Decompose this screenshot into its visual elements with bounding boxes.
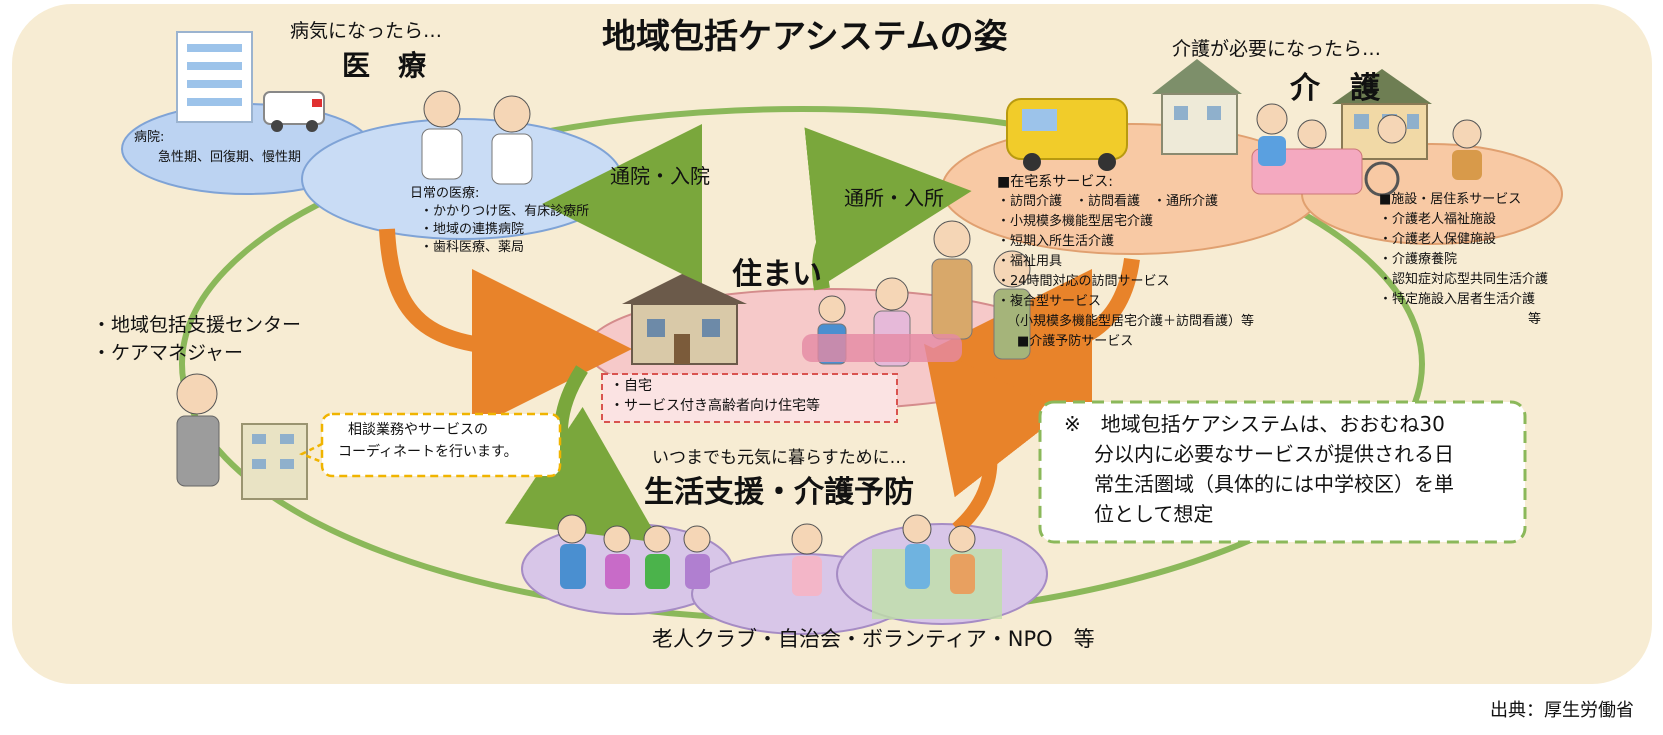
care-heading: 介 護 (1290, 71, 1380, 106)
care-facility-building-icon (1332, 69, 1432, 160)
facility-care-item: ・介護老人保健施設 (1379, 232, 1497, 247)
facility-care-item: ・特定施設入居者生活介護 (1379, 292, 1536, 307)
facility-care-item: ・介護老人福祉施設 (1379, 212, 1497, 227)
hospital-detail: 急性期、回復期、慢性期 (158, 150, 302, 165)
medical-heading: 医 療 (342, 49, 427, 82)
daily-medical-title: 日常の医療: (410, 186, 480, 201)
ambulance-icon (263, 91, 325, 132)
housing-heading: 住まい (732, 257, 822, 292)
facility-care-item: ・認知症対応型共同生活介護 (1379, 272, 1549, 287)
daycare-label: 通所・入所 (844, 186, 944, 210)
care-manager-figure-icon (176, 373, 220, 487)
callout-line: 相談業務やサービスの (348, 422, 488, 438)
support-center-item: ・ケアマネジャー (92, 342, 244, 364)
diagram-title: 地域包括ケアシステムの姿 (602, 17, 1008, 57)
note-line: 分以内に必要なサービスが提供される日 (1094, 442, 1454, 466)
home-care-item: ・福祉用具 (997, 254, 1063, 269)
support-center-item: ・地域包括支援センター (92, 314, 302, 336)
home-care-item: ・24時間対応の訪問サービス (997, 274, 1170, 289)
arrow-home-to-medical (542, 124, 703, 292)
diagram-graphics (121, 31, 1563, 635)
family-figures-icon (802, 220, 1031, 367)
doctor-figure-icon (421, 90, 463, 180)
home-care-item: ・訪問介護 ・訪問看護 ・通所介護 (997, 194, 1219, 209)
facility-care-item: ・介護療養院 (1379, 252, 1458, 267)
welfare-van-icon (1006, 98, 1128, 171)
diagram-panel: 地域包括ケアシステムの姿 病気になったら… 医 療 病院: 急性期、回復期、慢性… (12, 4, 1652, 684)
home-care-item: ・短期入所生活介護 (997, 234, 1115, 249)
arrow-home-to-care (804, 127, 972, 291)
care-heading-small: 介護が必要になったら… (1172, 38, 1382, 60)
care-house-icon (1152, 59, 1242, 155)
housing-item: ・サービス付き高齢者向け住宅等 (610, 398, 820, 414)
community-groups-label: 老人クラブ・自治会・ボランティア・NPO 等 (652, 627, 1095, 651)
home-care-title: ■在宅系サービス: (997, 174, 1113, 190)
hospital-building-icon (176, 31, 253, 123)
arrow-home-to-life (504, 365, 661, 543)
arrow-medical-to-home (379, 228, 632, 429)
note-line: 常生活圏域（具体的には中学校区）を単 (1094, 472, 1454, 496)
elderly-group-figures-icon (557, 514, 1002, 619)
housing-item: ・自宅 (610, 378, 652, 394)
note-line: ※ 地域包括ケアシステムは、おおむね30 (1064, 412, 1445, 436)
life-heading: 生活支援・介護予防 (644, 475, 914, 510)
care-worker-figures-icon (1256, 103, 1482, 197)
home-care-item: （小規模多機能型居宅介護＋訪問看護）等 (1007, 314, 1255, 329)
callout-box (320, 412, 562, 478)
arrow-life-to-home (924, 343, 1066, 535)
callout-pointer (298, 442, 323, 464)
hospital-label: 病院: (134, 130, 165, 145)
medical-heading-small: 病気になったら… (290, 20, 443, 42)
nurse-figure-icon (491, 95, 533, 185)
prevention-service-label: ■介護予防サービス (1017, 334, 1134, 349)
house-icon (622, 274, 747, 365)
note-line: 位として想定 (1094, 502, 1214, 526)
center-building-icon (241, 423, 308, 500)
facility-care-etc: 等 (1528, 312, 1542, 327)
callout-line: コーディネートを行います。 (338, 444, 518, 460)
home-care-item: ・複合型サービス (997, 294, 1102, 309)
source-credit: 出典：厚生労働省 (1490, 700, 1634, 721)
housing-items-box (601, 373, 898, 423)
daily-medical-item: ・かかりつけ医、有床診療所 (420, 204, 590, 219)
facility-care-title: ■施設・居住系サービス (1379, 192, 1522, 207)
daily-medical-item: ・歯科医療、薬局 (420, 240, 525, 255)
note-box (1038, 400, 1527, 544)
daily-medical-item: ・地域の連携病院 (420, 222, 525, 237)
life-heading-small: いつまでも元気に暮らすために… (652, 448, 907, 468)
home-care-item: ・小規模多機能型居宅介護 (997, 214, 1154, 229)
hospital-visit-label: 通院・入院 (610, 164, 710, 188)
